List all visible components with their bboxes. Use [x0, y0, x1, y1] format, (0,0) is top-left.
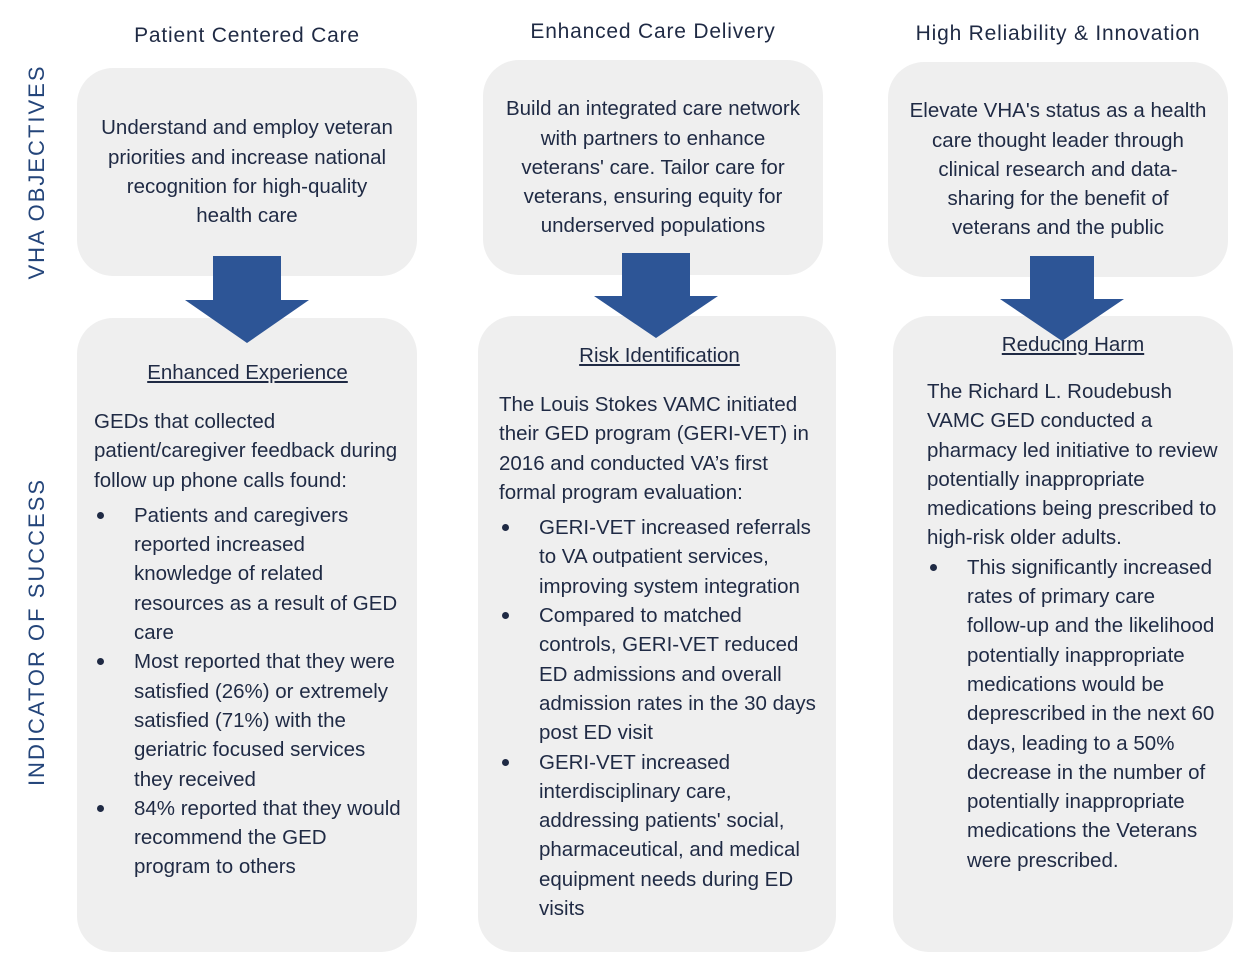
- objective-text: Build an integrated care network with pa…: [505, 97, 800, 238]
- objective-text: Elevate VHA's status as a health care th…: [909, 99, 1207, 240]
- list-item: GERI-VET increased referrals to VA outpa…: [499, 513, 820, 601]
- indicator-intro: GEDs that collected patient/caregiver fe…: [94, 410, 398, 492]
- down-arrow-icon: [1000, 256, 1124, 341]
- vha-objectives-label: VHA OBJECTIVES: [24, 64, 49, 280]
- indicator-intro: The Richard L. Roudebush VAMC GED conduc…: [927, 380, 1218, 550]
- indicator-box-reducing-harm: Reducing Harm The Richard L. Roudebush V…: [893, 316, 1233, 952]
- indicator-title: Reducing Harm: [1001, 333, 1145, 356]
- indicator-intro: The Louis Stokes VAMC initiated their GE…: [499, 393, 809, 504]
- objective-box-high-reliability-innovation: Elevate VHA's status as a health care th…: [888, 62, 1228, 277]
- list-item: GERI-VET increased interdisciplinary car…: [499, 748, 820, 924]
- down-arrow-icon: [185, 256, 309, 343]
- indicator-bullet-list: Patients and caregivers reported increas…: [94, 501, 401, 882]
- indicator-box-risk-identification: Risk Identification The Louis Stokes VAM…: [478, 316, 836, 952]
- objective-box-enhanced-care-delivery: Build an integrated care network with pa…: [483, 60, 823, 275]
- column-header-enhanced-care-delivery: Enhanced Care Delivery: [530, 20, 776, 43]
- objective-text: Understand and employ veteran priorities…: [101, 116, 393, 228]
- list-item: This significantly increased rates of pr…: [927, 553, 1219, 875]
- indicator-bullet-list: This significantly increased rates of pr…: [927, 553, 1219, 875]
- indicator-of-success-label: INDICATOR OF SUCCESS: [24, 477, 49, 787]
- indicator-bullet-list: GERI-VET increased referrals to VA outpa…: [499, 513, 820, 923]
- indicator-box-enhanced-experience: Enhanced Experience GEDs that collected …: [77, 318, 417, 952]
- down-arrow-icon: [594, 253, 718, 338]
- list-item: Compared to matched controls, GERI-VET r…: [499, 601, 820, 747]
- list-item: Most reported that they were satisfied (…: [94, 647, 401, 793]
- column-header-high-reliability-innovation: High Reliability & Innovation: [915, 22, 1201, 45]
- objective-box-patient-centered-care: Understand and employ veteran priorities…: [77, 68, 417, 276]
- list-item: 84% reported that they would recommend t…: [94, 794, 401, 882]
- list-item: Patients and caregivers reported increas…: [94, 501, 401, 647]
- indicator-title: Enhanced Experience: [147, 361, 348, 384]
- column-header-patient-centered-care: Patient Centered Care: [134, 24, 360, 47]
- indicator-title: Risk Identification: [579, 344, 740, 367]
